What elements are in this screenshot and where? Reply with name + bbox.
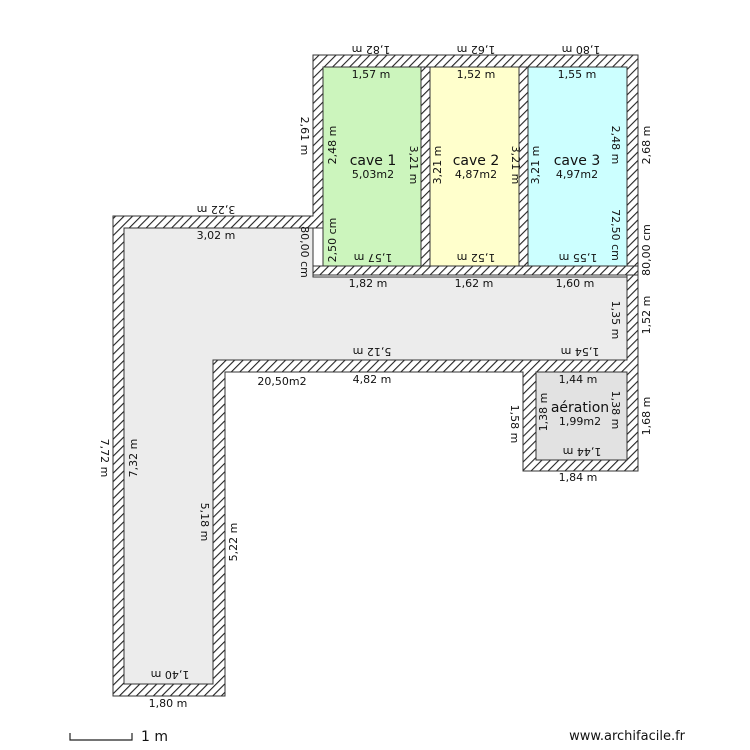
dim-inner-left: 5,18 m bbox=[198, 503, 211, 542]
dim-top-ext-1: 1,82 m bbox=[352, 43, 391, 56]
dim-c1-left: 2,48 m bbox=[326, 126, 339, 165]
watermark: www.archifacile.fr bbox=[569, 729, 685, 744]
aeration-area: 1,99m2 bbox=[559, 415, 601, 428]
dim-c3-left: 3,21 m bbox=[529, 146, 542, 185]
dim-left-ext-top: 2,61 m bbox=[298, 117, 311, 156]
cave1-name: cave 1 bbox=[350, 153, 397, 169]
cave2-room bbox=[429, 66, 520, 267]
dim-top-ext-2: 1,62 m bbox=[457, 43, 496, 56]
dim-c1-bottom: 1,57 m bbox=[354, 251, 393, 264]
cave3-area: 4,97m2 bbox=[556, 168, 598, 181]
dim-inner-right: 5,22 m bbox=[227, 523, 240, 562]
cave3-room bbox=[527, 66, 628, 267]
dim-right-ext-top: 2,68 m bbox=[640, 126, 653, 165]
dim-c3-door: 80,00 cm bbox=[640, 224, 653, 276]
dim-below-c2: 1,62 m bbox=[455, 277, 494, 290]
dim-aer-bottom-ext: 1,84 m bbox=[559, 471, 598, 484]
dim-c1-doorside: 2,50 cm bbox=[326, 218, 339, 263]
dim-c1-top: 1,57 m bbox=[352, 68, 391, 81]
dim-c1-right: 3,21 m bbox=[407, 146, 420, 185]
dim-below-c1: 1,82 m bbox=[349, 277, 388, 290]
corridor-area: 20,50m2 bbox=[257, 375, 306, 388]
dim-aer-right-int: 1,38 m bbox=[609, 391, 622, 430]
dim-right-mid-ext: 1,52 m bbox=[640, 296, 653, 335]
corridor-room bbox=[123, 227, 628, 685]
aeration-room bbox=[535, 371, 628, 461]
dim-c2-top: 1,52 m bbox=[457, 68, 496, 81]
dim-c2-right: 3,21 m bbox=[509, 146, 522, 185]
cave2-area: 4,87m2 bbox=[455, 168, 497, 181]
scale-label: 1 m bbox=[141, 729, 168, 745]
dim-bottom-ext: 1,80 m bbox=[149, 697, 188, 710]
dim-bottom-int: 1,40 m bbox=[151, 668, 190, 681]
dim-aer-left-ext: 1,58 m bbox=[508, 405, 521, 444]
cave3-name: cave 3 bbox=[554, 153, 601, 169]
dim-top-left-ext: 3,22 m bbox=[197, 203, 236, 216]
cave1-room bbox=[322, 66, 422, 267]
dim-mid-wall-int: 4,82 m bbox=[353, 373, 392, 386]
dim-top-ext-3: 1,80 m bbox=[562, 43, 601, 56]
dim-c3-bottom: 1,55 m bbox=[559, 251, 598, 264]
dim-mid-wall-ext: 5,12 m bbox=[353, 345, 392, 358]
cave2-name: cave 2 bbox=[453, 153, 500, 169]
dim-below-c3: 1,60 m bbox=[556, 277, 595, 290]
wall-cave1-cave2 bbox=[420, 66, 431, 270]
dim-aer-left-int: 1,38 m bbox=[537, 393, 550, 432]
dim-aer-bottom-int: 1,44 m bbox=[563, 445, 602, 458]
dim-left-int: 7,32 m bbox=[127, 439, 140, 478]
dim-c3-top: 1,55 m bbox=[558, 68, 597, 81]
dim-c2-left: 3,21 m bbox=[431, 146, 444, 185]
dim-top-left-int: 3,02 m bbox=[197, 229, 236, 242]
aeration-name: aération bbox=[551, 400, 609, 416]
dim-c3-right: 2,48 m bbox=[609, 126, 622, 165]
dim-c2-bottom: 1,52 m bbox=[457, 251, 496, 264]
scale-bar bbox=[69, 733, 133, 741]
dim-left-ext: 7,72 m bbox=[98, 439, 111, 478]
dim-aer-right-ext: 1,68 m bbox=[640, 397, 653, 436]
dim-c3-doorside: 72,50 cm bbox=[609, 209, 622, 261]
dim-aer-left-top: 1,54 m bbox=[561, 345, 600, 358]
dim-aer-top: 1,44 m bbox=[559, 373, 598, 386]
dim-right-mid-int: 1,35 m bbox=[609, 301, 622, 340]
wall-caves-bottom bbox=[312, 265, 639, 276]
cave1-area: 5,03m2 bbox=[352, 168, 394, 181]
dim-c1-door: 80,00 cm bbox=[298, 226, 311, 278]
